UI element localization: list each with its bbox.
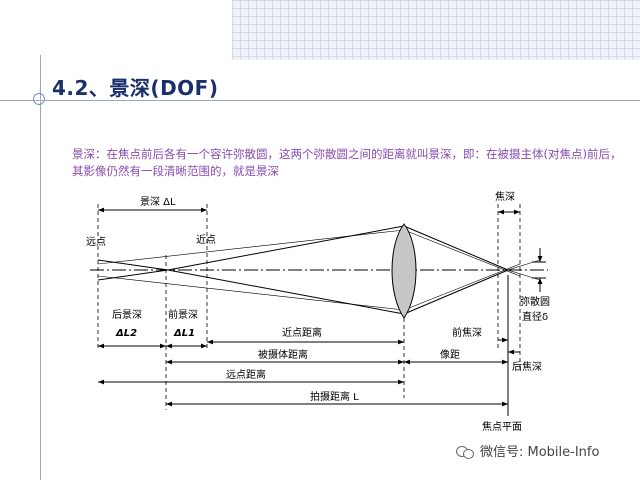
label-subject-distance: 被摄体距离 [258, 348, 308, 361]
label-near-point: 近点 [196, 233, 216, 246]
dimension-arrows [98, 207, 546, 407]
label-rear-focal-depth: 后焦深 [512, 360, 542, 373]
label-depth-of-field: 景深 ΔL [140, 196, 176, 208]
label-shooting-distance: 拍摄距离 L [310, 390, 359, 403]
decorative-grid-band [232, 0, 640, 60]
wechat-icon [456, 444, 474, 459]
label-rear-dof: 后景深 [112, 309, 142, 321]
label-circle-diameter: 直径δ [522, 310, 548, 323]
label-far-point-distance: 远点距离 [226, 368, 266, 381]
decorative-vertical-rule [40, 55, 41, 480]
label-front-dof-symbol: ΔL1 [173, 328, 195, 339]
label-image-distance: 像距 [440, 349, 460, 361]
label-near-point-distance: 近点距离 [282, 326, 322, 339]
label-far-point: 远点 [86, 236, 106, 248]
label-circle-of-confusion: 弥散圆 [520, 295, 550, 308]
slide-title: 4.2、景深(DOF) [52, 76, 219, 100]
label-front-focal-depth: 前焦深 [452, 326, 482, 339]
watermark: 微信号: Mobile-Info [456, 441, 599, 460]
watermark-text: 微信号: Mobile-Info [480, 445, 600, 460]
label-front-dof: 前景深 [168, 308, 198, 321]
dof-description: 景深：在焦点前后各有一个容许弥散圆，这两个弥散圆之间的距离就叫景深，即：在被摄主… [72, 147, 622, 178]
label-focal-plane: 焦点平面 [482, 420, 522, 433]
reference-lines [97, 204, 521, 410]
label-rear-dof-symbol: ΔL2 [115, 328, 137, 339]
decorative-ring-icon [33, 93, 45, 105]
decorative-horizontal-rule [0, 100, 640, 101]
convex-lens [391, 223, 417, 319]
label-focal-depth: 焦深 [495, 190, 515, 203]
